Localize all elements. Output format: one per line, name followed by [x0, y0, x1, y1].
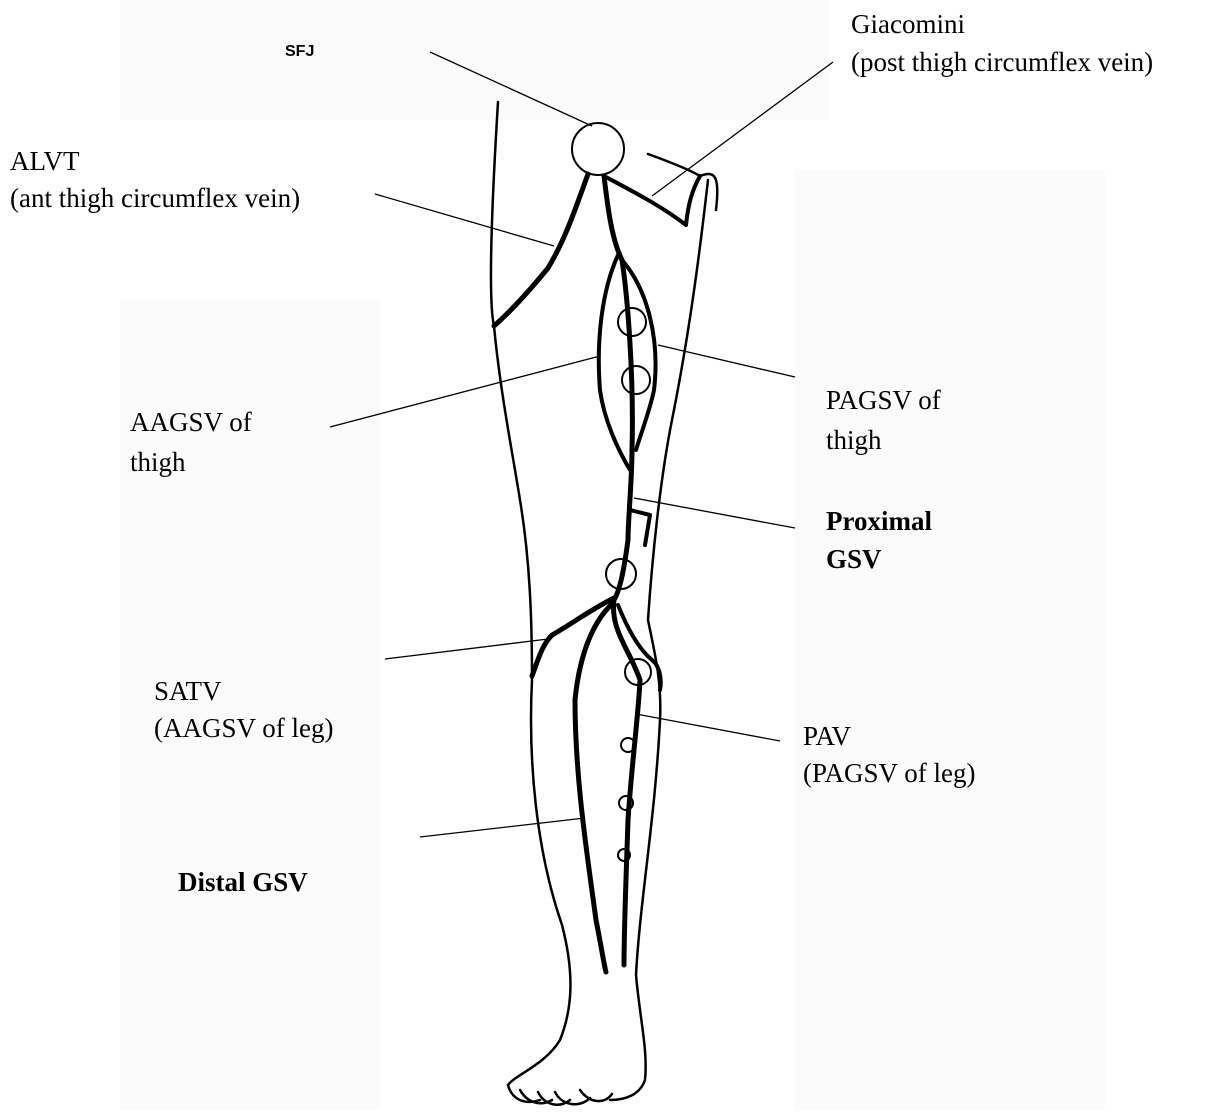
label-aagsv-thigh-line2: thigh — [130, 446, 186, 478]
sfj-circle — [572, 123, 624, 175]
label-alvt-subtitle: (ant thigh circumflex vein) — [10, 182, 300, 214]
label-giacomini-subtitle: (post thigh circumflex vein) — [851, 46, 1153, 78]
giacomini-vein — [604, 176, 700, 225]
label-distal-gsv: Distal GSV — [178, 866, 308, 898]
leader-line-distal-gsv — [420, 818, 585, 837]
gsv-knee-link — [630, 510, 650, 545]
leader-line-aagsv-thigh — [330, 356, 600, 427]
label-pagsv-thigh-line2: thigh — [826, 424, 882, 456]
gsv-trunk — [604, 176, 632, 540]
label-satv: SATV — [154, 675, 222, 707]
label-sfj: SFJ — [285, 42, 314, 62]
alvt-vein — [494, 174, 588, 326]
label-proximal-gsv-line2: GSV — [826, 543, 882, 575]
leader-line-giacomini — [652, 62, 833, 196]
label-proximal-gsv: Proximal — [826, 505, 932, 537]
perforator-circle — [618, 308, 646, 336]
label-aagsv-thigh: AAGSV of — [130, 406, 252, 438]
leader-line-pagsv-thigh — [658, 345, 795, 377]
leader-line-satv — [385, 639, 548, 659]
label-pagsv-thigh: PAGSV of — [826, 384, 941, 416]
leader-line-sfj — [430, 52, 592, 126]
perforator-circle — [622, 366, 650, 394]
label-giacomini: Giacomini — [851, 8, 965, 40]
label-satv-subtitle: (AAGSV of leg) — [154, 712, 333, 744]
distal-gsv — [575, 604, 612, 972]
satv-vein — [532, 598, 614, 676]
leader-line-alvt — [375, 194, 554, 246]
leader-line-pav — [636, 714, 780, 741]
label-alvt: ALVT — [10, 145, 80, 177]
label-pav-subtitle: (PAGSV of leg) — [803, 757, 976, 789]
toes-outline — [508, 1085, 612, 1105]
label-pav: PAV — [803, 720, 851, 752]
